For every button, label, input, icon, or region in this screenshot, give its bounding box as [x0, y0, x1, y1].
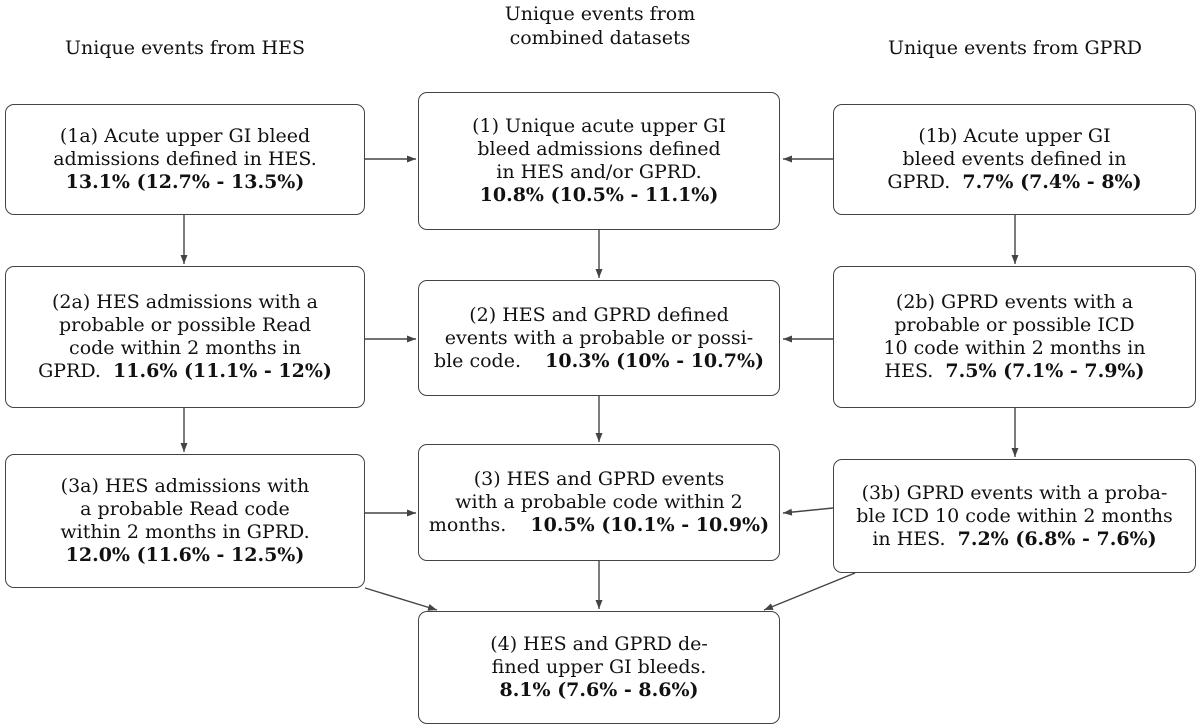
box-1b-line2: bleed events defined in: [902, 148, 1127, 170]
arrow-3b-3: [782, 507, 834, 516]
box-1a-stat: 13.1% (12.7% - 13.5%): [65, 171, 305, 193]
box-2b-stat: 7.5% (7.1% - 7.9%): [945, 360, 1145, 382]
box-2-stat: 10.3% (10% - 10.7%): [545, 349, 765, 372]
header-combined: Unique events from combined datasets: [430, 2, 770, 50]
box-1-line1: (1) Unique acute upper GI: [472, 115, 726, 137]
box-2-line3: ble code. 10.3% (10% - 10.7%): [434, 350, 764, 373]
header-hes: Unique events from HES: [65, 37, 305, 59]
box-1-stat: 10.8% (10.5% - 11.1%): [479, 184, 719, 206]
box-3-stat: 10.5% (10.1% - 10.9%): [530, 514, 770, 536]
box-3-line1: (3) HES and GPRD events: [473, 468, 725, 490]
box-3b-stat: 7.2% (6.8% - 7.6%): [957, 527, 1157, 550]
box-2: (2) HES and GPRD defined events with a p…: [418, 280, 780, 396]
box-2b-line1: (2b) GPRD events with a: [895, 291, 1134, 313]
box-3-line3: months. 10.5% (10.1% - 10.9%): [429, 514, 769, 537]
box-2b: (2b) GPRD events with a probable or poss…: [833, 266, 1196, 408]
box-3b-line1: (3b) GPRD events with a proba-: [861, 481, 1168, 504]
box-1b-stat: 7.7% (7.4% - 8%): [962, 171, 1142, 193]
box-3b-line2: ble ICD 10 code within 2 months: [856, 504, 1173, 527]
box-3: (3) HES and GPRD events with a probable …: [418, 444, 780, 561]
box-3a-line3: within 2 months in GPRD.: [60, 521, 310, 543]
box-2b-line3: 10 code within 2 months in: [883, 337, 1146, 359]
box-2a-line3: code within 2 months in: [69, 337, 301, 359]
box-1a: (1a) Acute upper GI bleed admissions def…: [5, 104, 365, 215]
header-combined-line2: combined datasets: [509, 27, 691, 49]
box-4-stat: 8.1% (7.6% - 8.6%): [499, 679, 699, 701]
box-2b-line4: HES. 7.5% (7.1% - 7.9%): [883, 360, 1145, 383]
box-1a-line2: admissions defined in HES.: [53, 148, 317, 170]
box-2b-line4-text: HES.: [884, 360, 934, 382]
box-3a-stat: 12.0% (11.6% - 12.5%): [65, 544, 305, 566]
box-2-line3-text: ble code.: [433, 349, 521, 372]
box-3b-line3: in HES. 7.2% (6.8% - 7.6%): [856, 528, 1173, 551]
box-3b-line3-text: in HES.: [872, 527, 946, 550]
box-3a-line1: (3a) HES admissions with: [60, 475, 310, 497]
box-1a-line1: (1a) Acute upper GI bleed: [59, 125, 311, 147]
box-3a: (3a) HES admissions with a probable Read…: [5, 454, 365, 588]
box-1b-line1: (1b) Acute upper GI: [918, 125, 1111, 147]
box-2a: (2a) HES admissions with a probable or p…: [5, 266, 365, 408]
box-1b: (1b) Acute upper GI bleed events defined…: [833, 104, 1196, 215]
box-2a-line2: probable or possible Read: [58, 314, 311, 336]
box-2b-line2: probable or possible ICD: [894, 314, 1135, 336]
box-2a-line1: (2a) HES admissions with a: [52, 291, 318, 313]
box-4-line1: (4) HES and GPRD de-: [490, 633, 708, 655]
box-4-line2: fined upper GI bleeds.: [491, 656, 707, 678]
box-1-line2: bleed admissions defined: [477, 138, 721, 160]
box-3-line2: with a probable code within 2: [455, 491, 743, 513]
arrow-3a-4: [364, 587, 438, 611]
box-1: (1) Unique acute upper GI bleed admissio…: [418, 92, 780, 230]
box-2a-stat: 11.6% (11.1% - 12%): [113, 360, 332, 382]
header-gprd: Unique events from GPRD: [887, 37, 1142, 59]
box-3a-line2: a probable Read code: [80, 498, 290, 520]
header-combined-line1: Unique events from: [504, 3, 696, 25]
arrow-3b-4: [763, 572, 856, 611]
box-4: (4) HES and GPRD de- fined upper GI blee…: [418, 611, 780, 724]
box-1-line3: in HES and/or GPRD.: [496, 161, 702, 183]
box-2-line2: events with a probable or possi-: [444, 326, 754, 349]
box-2-line1: (2) HES and GPRD defined: [469, 303, 729, 326]
box-1b-line3: GPRD. 7.7% (7.4% - 8%): [887, 171, 1141, 194]
box-2a-line4: GPRD. 11.6% (11.1% - 12%): [38, 360, 332, 383]
box-2a-line4-text: GPRD.: [38, 360, 101, 382]
box-3b: (3b) GPRD events with a proba- ble ICD 1…: [833, 459, 1196, 573]
box-3-line3-text: months.: [428, 514, 507, 536]
box-1b-line3-text: GPRD.: [887, 171, 951, 193]
